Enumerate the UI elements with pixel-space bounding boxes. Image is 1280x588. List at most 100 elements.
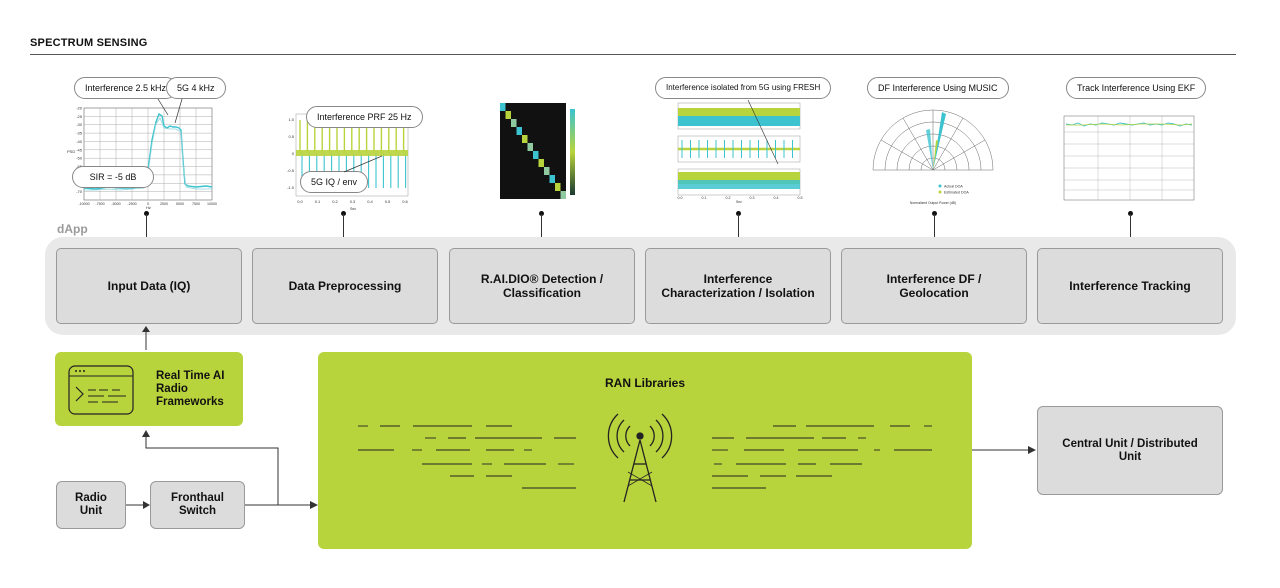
preprocessing-ytick: -0.5 [287, 168, 295, 173]
spectrum-xtick: -5000 [111, 202, 120, 206]
arrow-head-to-ran [310, 501, 318, 509]
spectrum-ytick: -45 [76, 147, 83, 152]
callout-interference-prf: Interference PRF 25 Hz [306, 106, 423, 128]
antenna-tower-icon [607, 413, 673, 503]
preprocessing-leader [343, 155, 383, 173]
df-beam-side [926, 129, 933, 170]
connector-dot-5 [932, 211, 937, 216]
spectrum-ytick: -25 [76, 114, 83, 119]
spectrum-ylabel: PSD [67, 149, 75, 154]
psd-trace-2 [84, 117, 212, 191]
df-polar-plot: Actual DOA Estimated DOA Normalized Outp… [858, 100, 1008, 206]
char-xtick: 0.4 [774, 196, 779, 200]
dapp-label: dApp [57, 222, 88, 236]
spectrum-ytick: -70 [76, 189, 83, 194]
preprocessing-ytick: 0.5 [288, 134, 294, 139]
matrix-diagonal [500, 103, 566, 199]
stage-data-preprocessing[interactable]: Data Preprocessing [252, 248, 438, 324]
stage-interference-tracking[interactable]: Interference Tracking [1037, 248, 1223, 324]
matrix-cell [538, 159, 544, 167]
classification-matrix [496, 101, 581, 203]
preprocessing-spikes [299, 120, 407, 188]
callout-sir: SIR = -5 dB [72, 166, 154, 188]
stage-characterization-isolation[interactable]: Interference Characterization / Isolatio… [645, 248, 831, 324]
matrix-cell [527, 143, 533, 151]
spectrum-ytick: -40 [76, 139, 83, 144]
spectrum-xtick: -7500 [95, 202, 104, 206]
preprocessing-ytick: 0 [292, 151, 295, 156]
spectrum-xtick: 10000 [207, 202, 217, 206]
tracking-estimate [1066, 123, 1193, 126]
polar-svg: Actual DOA Estimated DOA Normalized Outp… [872, 109, 994, 205]
connector-dot-2 [341, 211, 346, 216]
connector-5 [934, 214, 935, 248]
char-leader [747, 99, 779, 165]
terminal-icon [68, 365, 134, 415]
char-spikes [681, 140, 793, 158]
preprocessing-yticks: 1.00.50-0.5-1.0 [287, 117, 295, 190]
char-xtick: 0.2 [726, 196, 731, 200]
matrix-cell [522, 135, 528, 143]
matrix-cell [533, 151, 539, 159]
matrix-cell [555, 183, 561, 191]
spectrum-ytick: -35 [76, 131, 83, 136]
char-band-1a [678, 108, 800, 116]
char-xlabel: Sec [736, 200, 742, 204]
preprocessing-xtick: 0.4 [367, 199, 373, 204]
callout-5g-iq-env: 5G IQ / env [300, 171, 369, 193]
terminal-icon-svg [68, 365, 134, 415]
callout-5g-4khz: 5G 4 kHz [166, 77, 226, 99]
arrow-head-to-cu [1028, 446, 1036, 454]
arrow-head-to-rt [142, 430, 150, 437]
connector-dot-4 [736, 211, 741, 216]
matrix-cell [549, 175, 555, 183]
ran-libraries-box[interactable] [318, 352, 972, 549]
df-xlabel: Normalized Output Power (dB) [910, 201, 956, 205]
callout-fresh: Interference isolated from 5G using FRES… [655, 77, 832, 99]
psd-trace [83, 112, 213, 190]
stage-input-data[interactable]: Input Data (IQ) [56, 248, 242, 324]
spectrum-ytick: -20 [76, 106, 83, 111]
connector-1 [146, 214, 147, 248]
matrix-cell [511, 119, 517, 127]
preprocessing-xtick: 0.2 [332, 199, 338, 204]
preprocessing-xtick: 0.1 [315, 199, 321, 204]
fronthaul-switch-box[interactable]: Fronthaul Switch [150, 481, 245, 529]
matrix-cell [544, 167, 550, 175]
spectrum-xtick: 7500 [192, 202, 200, 206]
matrix-cell [500, 103, 506, 111]
spectrum-ytick: -30 [76, 122, 83, 127]
spectrum-xtick: -10000 [78, 202, 89, 206]
stage-df-geolocation[interactable]: Interference DF / Geolocation [841, 248, 1027, 324]
preprocessing-xlabel: Sec [350, 207, 356, 211]
arrow-rt-to-input [142, 326, 150, 350]
matrix-svg [496, 101, 581, 203]
connector-dot-6 [1128, 211, 1133, 216]
spectrum-xtick: -2500 [127, 202, 136, 206]
df-beam-est [933, 140, 938, 170]
char-xtick: 0.3 [750, 196, 755, 200]
connector-6 [1130, 214, 1131, 248]
title-divider [30, 54, 1236, 55]
char-xtick: 0.1 [702, 196, 707, 200]
legend-actual-marker [938, 184, 942, 188]
preprocessing-xtick: 0.6 [402, 199, 408, 204]
char-band-3b [678, 180, 800, 189]
spectrum-callout-leaders [157, 98, 183, 124]
central-unit-box[interactable]: Central Unit / Distributed Unit [1037, 406, 1223, 495]
ran-libraries-title: RAN Libraries [604, 376, 686, 390]
stage-detection-classification[interactable]: R.AI.DIO® Detection / Classification [449, 248, 635, 324]
section-title: SPECTRUM SENSING [30, 37, 148, 49]
radio-unit-box[interactable]: Radio Unit [56, 481, 126, 529]
legend-estimated: Estimated DOA [944, 191, 969, 195]
tracking-svg [1063, 115, 1195, 201]
preprocessing-xtick: 0.0 [297, 199, 303, 204]
legend-actual: Actual DOA [944, 185, 963, 189]
spectrum-xtick: 0 [147, 202, 149, 206]
spectrum-ytick: -50 [76, 156, 83, 161]
matrix-cell [505, 111, 511, 119]
